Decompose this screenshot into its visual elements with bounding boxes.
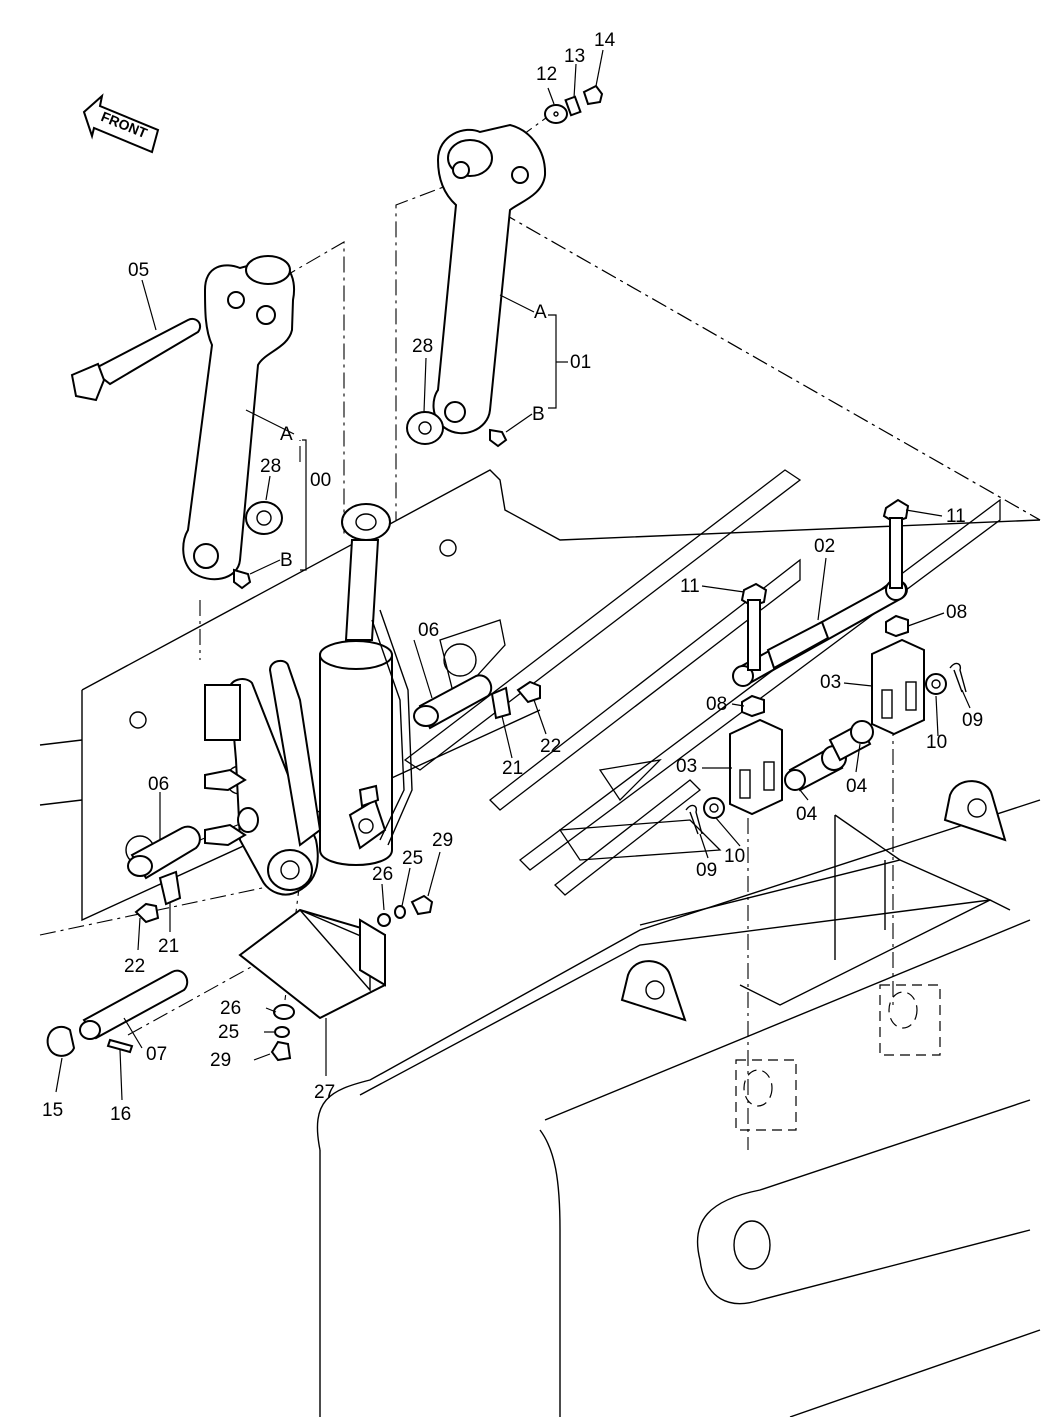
bolt-11-right [882,498,910,589]
washer-26-lower [273,1004,295,1020]
washer-10-left-hole [709,803,719,813]
pin-05 [70,318,202,402]
label-29-lower: 29 [210,1050,231,1071]
cotter-pin-09-left [685,804,703,835]
spring-pin-16 [106,1038,134,1054]
washer-28-left [245,501,283,535]
label-05: 05 [128,260,149,281]
clevis-03-left [729,718,783,816]
label-04-right: 04 [846,776,868,797]
label-A-right: A [534,302,547,323]
label-09-right: 09 [962,710,983,731]
label-09-left: 09 [696,860,717,881]
label-03-left: 03 [676,756,697,777]
washer-26-upper [377,913,391,927]
bolt-22-left [134,902,160,924]
cover-27 [238,908,386,1020]
label-29-upper: 29 [432,830,453,851]
label-28-right: 28 [412,336,433,357]
bolt-22-right [516,680,541,704]
label-B-left: B [280,550,293,571]
pin-07 [79,969,189,1040]
label-B-right: B [532,404,545,425]
rod-02 [732,579,908,687]
label-22-left: 22 [124,956,145,977]
snap-ring-15 [46,1025,76,1057]
left-arm-00 [182,255,296,581]
washer-25-upper [394,905,406,919]
washer-10-right-hole [931,679,941,689]
washer-25-lower [274,1026,290,1038]
label-21-right: 21 [502,758,523,779]
label-27: 27 [314,1082,335,1103]
label-03-right: 03 [820,672,841,693]
label-16: 16 [110,1104,131,1125]
plate-21-left [158,870,182,906]
assembly-lines [39,114,1041,1150]
label-25-lower: 25 [218,1022,239,1043]
bolt-11-left [740,582,768,671]
grease-fitting-left [233,568,252,590]
label-21-left: 21 [158,936,179,957]
bolt-14 [582,84,604,106]
label-14: 14 [594,30,616,51]
bolt-29-upper [410,894,434,916]
plate-12 [544,104,568,124]
cylinder [319,503,413,866]
right-arm-01 [432,123,547,435]
plate-21-right [490,686,512,720]
label-08-left: 08 [706,694,727,715]
machine-frame [39,469,1041,1417]
label-A-left: A [280,424,293,445]
nut-08-left [741,694,765,718]
label-10-left: 10 [724,846,745,867]
part-labels: 05 A 28 00 B 12 13 14 A 28 01 B 11 02 11… [42,30,983,1125]
label-25-upper: 25 [402,848,423,869]
pin-04-right [828,720,874,762]
label-10-right: 10 [926,732,947,753]
label-06-right: 06 [418,620,439,641]
label-11-left: 11 [680,576,700,597]
nut-08-right [885,614,909,638]
grease-fitting-right [489,428,508,448]
boom-bracket [204,659,322,896]
label-02: 02 [814,536,835,557]
label-00: 00 [310,470,331,491]
bolt-29-lower [270,1040,292,1062]
label-28-left: 28 [260,456,281,477]
label-04-left: 04 [796,804,818,825]
leader-lines [55,49,971,1101]
label-01: 01 [570,352,591,373]
label-22-right: 22 [540,736,561,757]
washer-10-left [703,797,725,819]
label-26-upper: 26 [372,864,393,885]
label-12: 12 [536,64,557,85]
plate-12-hole [553,111,559,117]
washer-28-right-hole [418,421,432,435]
pin-06-right [413,674,493,730]
label-26-lower: 26 [220,998,241,1019]
washer-10-right [925,673,947,695]
front-arrow: FRONT [82,93,160,154]
label-11-right: 11 [946,506,966,527]
lock-plate-13 [564,95,582,117]
pin-04-left [784,745,847,792]
pin-06-left [127,825,201,880]
label-06-left: 06 [148,774,169,795]
label-07: 07 [146,1044,167,1065]
washer-28-left-hole [256,510,272,526]
washer-28-right [406,411,444,445]
label-08-right: 08 [946,602,967,623]
label-15: 15 [42,1100,63,1121]
cotter-pin-09-right [949,662,967,693]
clevis-03-right [871,638,925,736]
label-13: 13 [564,46,585,67]
